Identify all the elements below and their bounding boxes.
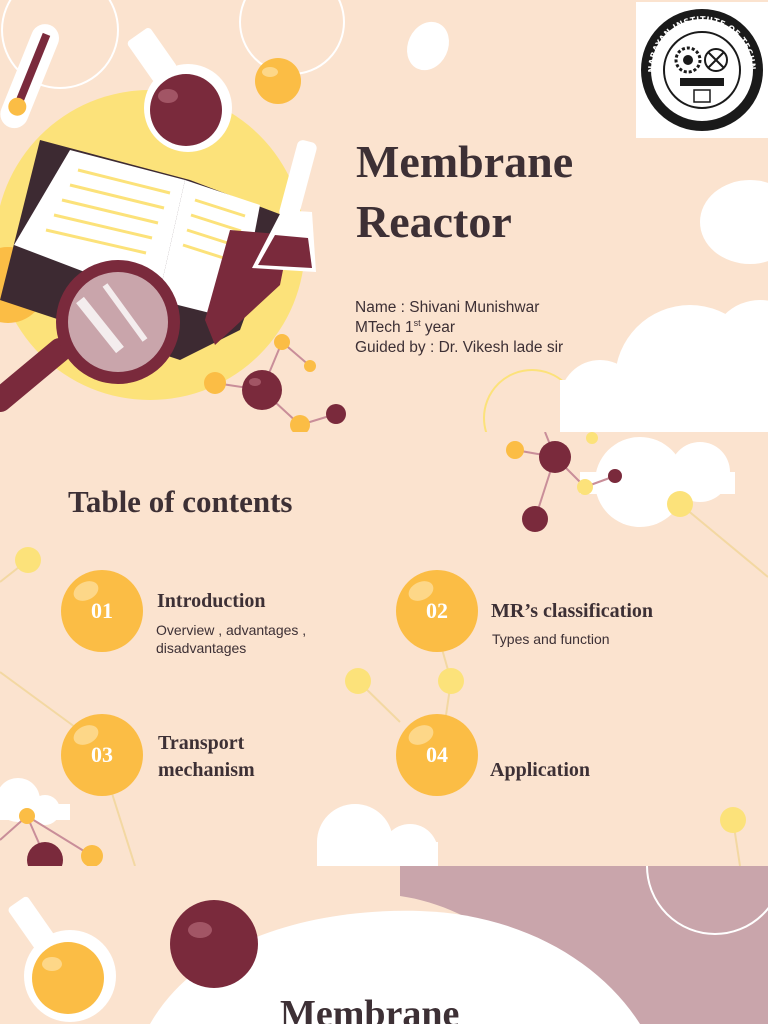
next-slide-preview: Membrane [0, 866, 768, 1024]
round-flask-icon [127, 28, 232, 152]
white-cloud [0, 778, 70, 825]
title-line: Reactor [356, 196, 512, 247]
ball-shine [262, 67, 278, 77]
presenter-name: Name : Shivani Munishwar [355, 299, 540, 316]
pale-ball [15, 547, 41, 573]
white-cloud [700, 180, 768, 264]
toc-item-subtitle: Overview , advantages , disadvantages [156, 622, 307, 656]
presenter-guide: Guided by : Dr. Vikesh lade sir [355, 339, 564, 356]
molecule-icon [204, 334, 346, 432]
maroon-ball [170, 900, 258, 988]
outline-circle [646, 866, 768, 935]
slide3-decorations [8, 866, 768, 1024]
molecule-icon [0, 808, 103, 866]
yellow-ball [255, 58, 301, 104]
institute-seal-icon: LAXMINARAYAN INSTITUTE OF TECHNOLOGY RAS… [640, 6, 763, 131]
title-illustration [0, 0, 768, 432]
presenter-year: MTech 1st year [355, 317, 456, 336]
white-leaf [407, 21, 449, 71]
institute-logo: LAXMINARAYAN INSTITUTE OF TECHNOLOGY RAS… [636, 2, 768, 138]
round-flask-icon [8, 896, 116, 1022]
toc-item-introduction[interactable]: Introduction [157, 590, 266, 612]
conical-flask-icon [252, 140, 317, 272]
title-slide: Membrane Reactor Name : Shivani Munishwa… [0, 0, 768, 432]
toc-item-application[interactable]: Application [490, 759, 591, 781]
ball-shine [188, 922, 212, 938]
title-line: Membrane [356, 136, 574, 187]
presentation-title: Membrane Reactor [356, 132, 646, 252]
toc-number-badge: 04 [396, 714, 478, 796]
white-cloud [560, 300, 768, 432]
pale-ball [438, 668, 464, 694]
outline-circle [1, 0, 119, 89]
toc-item-classification[interactable]: MR’s classification [491, 600, 654, 622]
mauve-shape [400, 866, 768, 1024]
toc-item-transport-mechanism[interactable]: Transport mechanism [158, 732, 255, 781]
toc-number-badge: 01 [61, 570, 143, 652]
toc-item-subtitle: Types and function [492, 631, 610, 647]
table-of-contents-slide: Table of contents 01 Introduction Overvi… [0, 432, 768, 866]
toc-heading: Table of contents [68, 484, 293, 519]
pale-ball [667, 491, 693, 517]
white-cloud [580, 437, 735, 527]
pale-ball [720, 807, 746, 833]
molecule-icon [506, 432, 622, 532]
test-tube-icon [0, 24, 60, 129]
white-cloud [317, 804, 438, 866]
presenter-info: Name : Shivani Munishwar MTech 1st year … [355, 298, 563, 358]
toc-decorations [0, 432, 768, 866]
magnifying-glass-icon [0, 260, 180, 412]
white-hill [150, 910, 640, 1024]
toc-number-badge: 02 [396, 570, 478, 652]
toc-number-badge: 03 [61, 714, 143, 796]
slide3-title: Membrane [280, 993, 460, 1024]
pale-ball [345, 668, 371, 694]
